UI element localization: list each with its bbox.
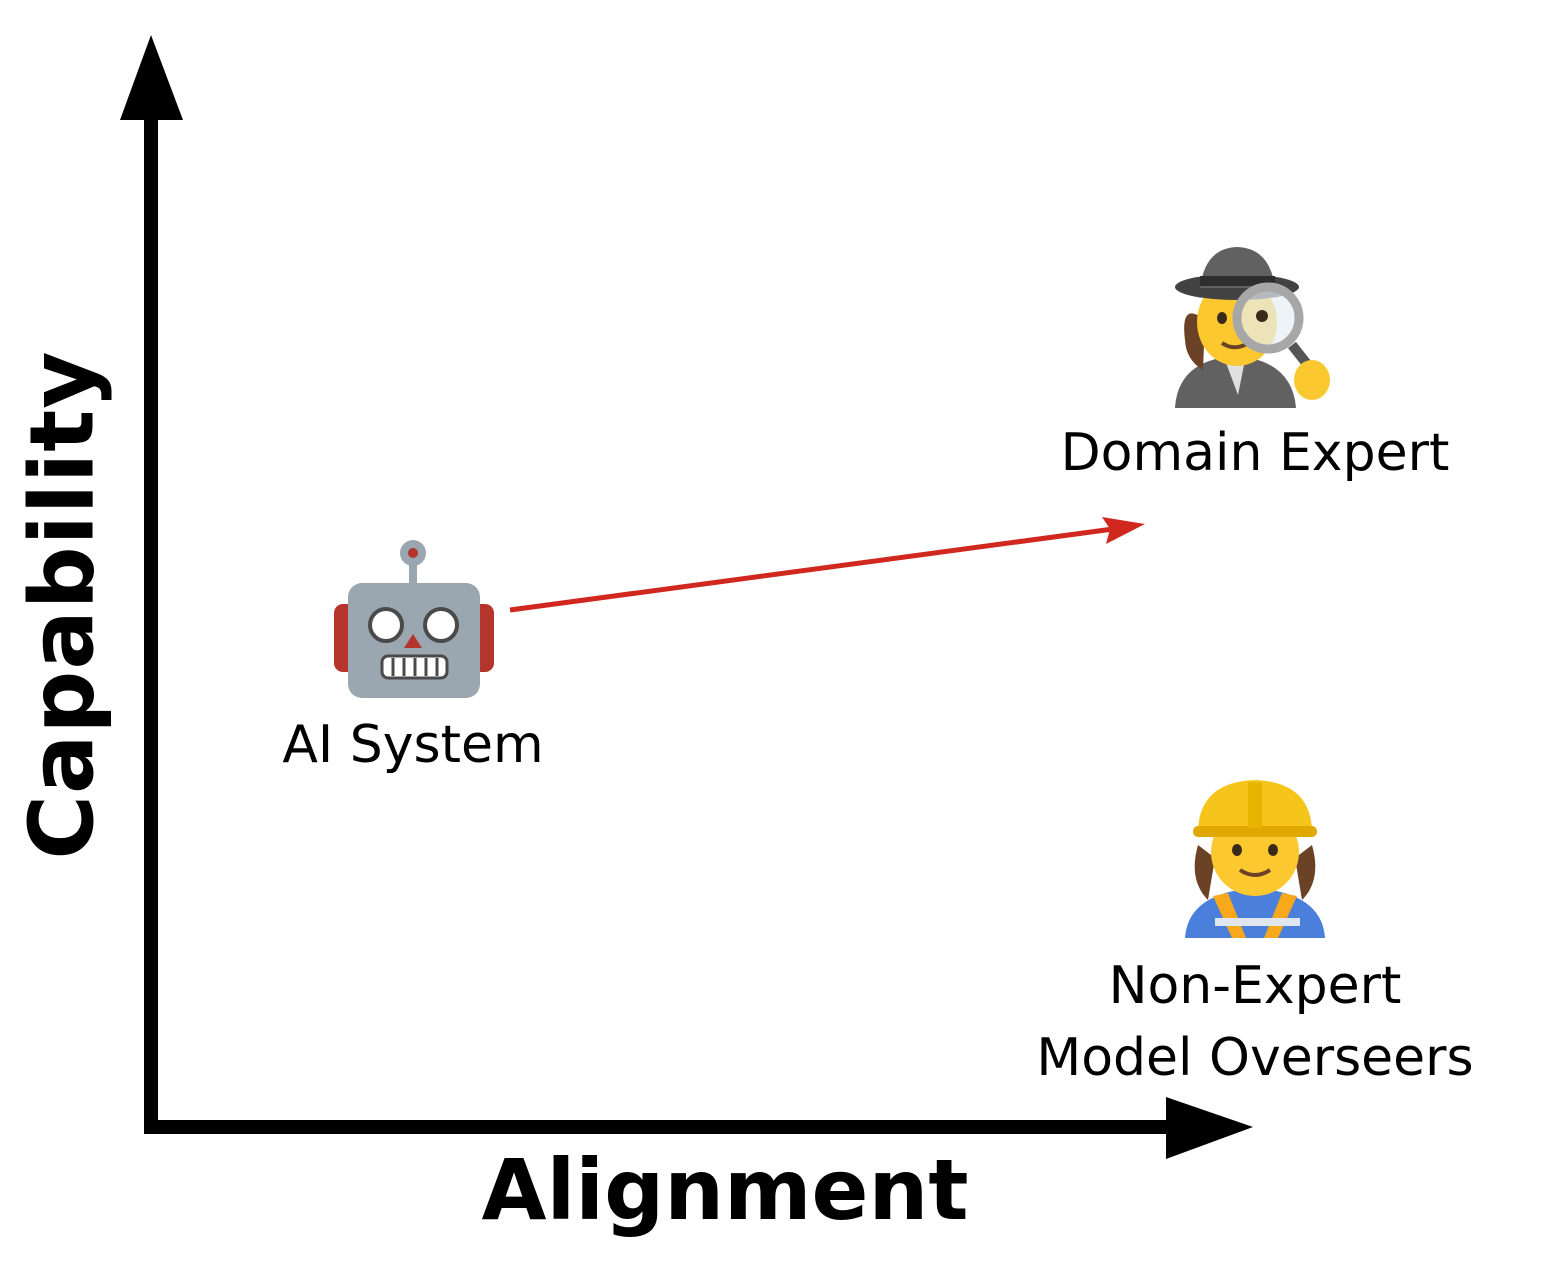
progress-arrow (509, 517, 1145, 613)
y-axis-arrowhead (120, 35, 183, 120)
detective-icon (1175, 247, 1330, 408)
x-axis-arrowhead (1166, 1097, 1253, 1159)
domain-expert-label: Domain Expert (1060, 423, 1450, 483)
non-expert-label-line2: Model Overseers (1036, 1028, 1474, 1088)
construction-worker-icon (1185, 780, 1325, 938)
ai-system-label: AI System (282, 715, 544, 775)
non-expert-label-line1: Non-Expert (1108, 956, 1402, 1016)
x-axis-label: Alignment (481, 1141, 969, 1239)
robot-icon (334, 540, 494, 698)
non-expert-label: Non-Expert Model Overseers (1036, 950, 1473, 1094)
y-axis-label: Capability (10, 350, 114, 860)
